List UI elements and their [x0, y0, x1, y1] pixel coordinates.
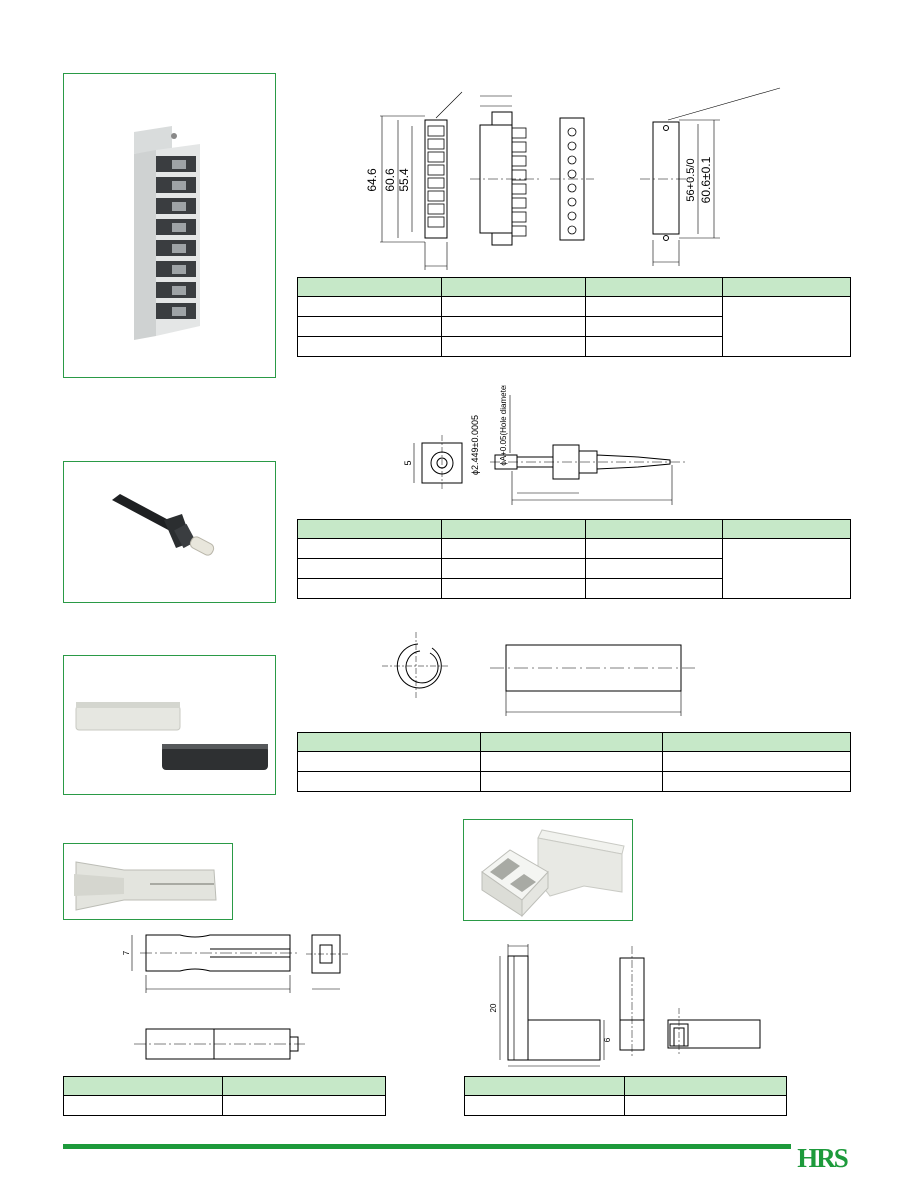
split-sleeve-photo-icon [75, 702, 268, 770]
contact-plug-spec-table [297, 519, 851, 599]
table-row [63, 1095, 386, 1116]
adapter-block-photo-icon [134, 126, 200, 340]
table-row [297, 336, 851, 357]
contact-plug-photo-frame [63, 461, 276, 603]
table-row [297, 771, 851, 792]
table-row [297, 538, 851, 599]
dim-side-inner-label: 56+0.5/0 [685, 158, 697, 201]
hrs-logo-text: HRS [797, 1143, 848, 1172]
adapter-block-drawing: 64.6 60.6 55.4 56+0.5/0 60.6±0.1 [365, 87, 781, 270]
table-header-row [297, 277, 851, 297]
hrs-logo: HRS [797, 1143, 848, 1172]
extraction-tool-spec-table [63, 1076, 386, 1116]
dim-height-label: 7 [122, 950, 131, 955]
dust-cap-photo-frame [463, 819, 633, 921]
split-sleeve-photo-frame [63, 655, 276, 795]
table-row [297, 751, 851, 772]
table-header-row [297, 519, 851, 539]
dim-height-label: 20 [489, 1003, 498, 1012]
dust-cap-spec-table [464, 1076, 787, 1116]
contact-plug-drawing: 5 ϕ2.449±0.0005 ϕA+0.05(Hole diameter) [403, 385, 685, 505]
table-row [464, 1095, 787, 1116]
table-header-row [464, 1076, 787, 1096]
table-row [297, 558, 851, 579]
table-row [297, 296, 851, 357]
extraction-tool-photo-frame [63, 843, 233, 920]
dim-inner-label: 55.4 [397, 168, 411, 192]
dim-foot-label: 6 [603, 1037, 612, 1042]
dim-mid-label: 60.6 [383, 168, 397, 192]
split-sleeve-drawing [382, 632, 695, 716]
contact-plug-photo-icon [112, 494, 215, 556]
table-header-row [297, 732, 851, 752]
table-row [297, 578, 851, 599]
footer-rule [63, 1144, 791, 1149]
adapter-block-photo-frame [63, 73, 276, 378]
extraction-tool-drawing: 7 [122, 934, 348, 1060]
dim-hole-label: ϕA+0.05(Hole diameter) [499, 385, 508, 466]
extraction-tool-photo-icon [74, 861, 217, 911]
dim-overall-label: 64.6 [365, 168, 379, 192]
dim-bore-label: ϕ2.449±0.0005 [470, 415, 480, 475]
dust-cap-photo-icon [481, 829, 625, 918]
table-header-row [63, 1076, 386, 1096]
dust-cap-drawing: 20 6 [489, 944, 761, 1067]
dim-square-label: 5 [403, 460, 413, 465]
adapter-block-spec-table [297, 277, 851, 357]
dim-side-outer-label: 60.6±0.1 [699, 156, 713, 203]
split-sleeve-spec-table [297, 732, 851, 792]
